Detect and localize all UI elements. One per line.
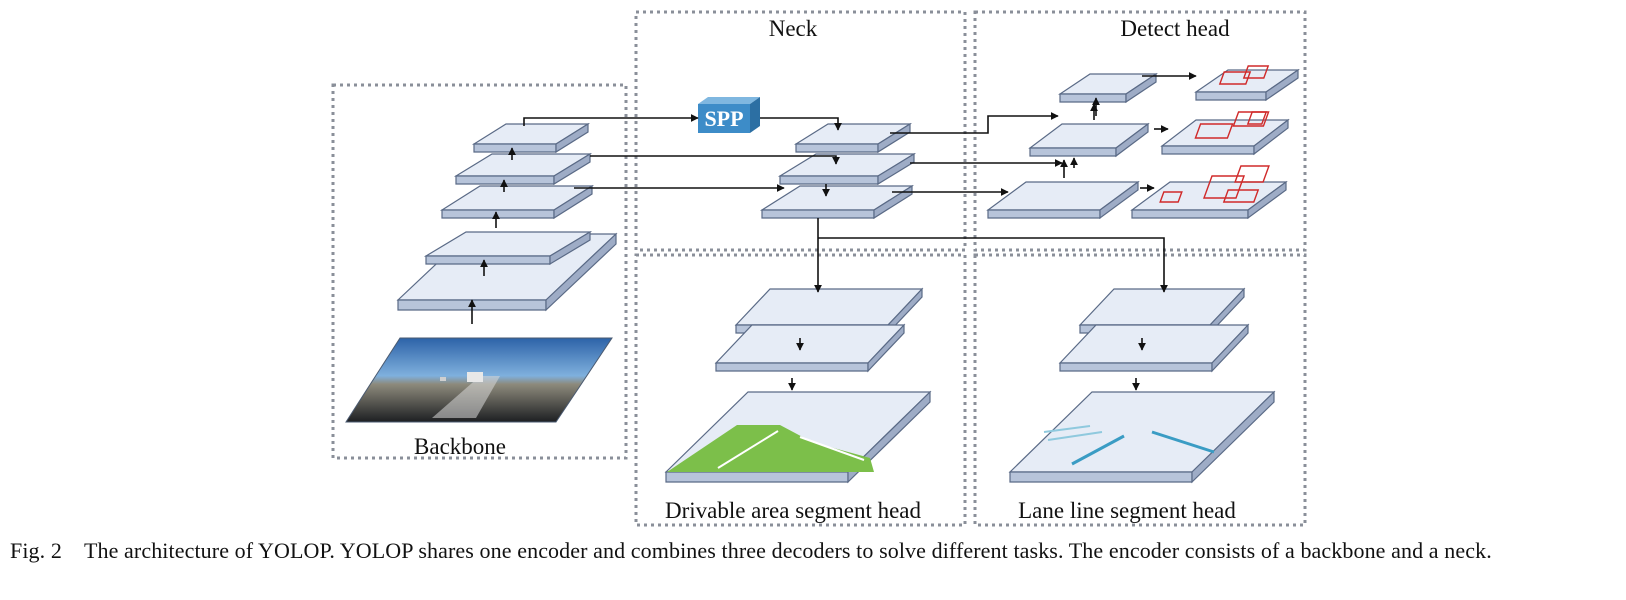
figure-caption: Fig. 2 The architecture of YOLOP. YOLOP s… <box>10 536 1622 565</box>
neck-section-box <box>634 10 967 252</box>
lane-output-layer <box>1008 390 1276 484</box>
neck-label: Neck <box>769 16 818 41</box>
spp-block: SPP <box>698 97 760 133</box>
arrow-9 <box>760 117 842 131</box>
detect-output-3 <box>1130 180 1288 220</box>
arrow-6 <box>523 114 699 126</box>
yolop-architecture-diagram: Backbone Neck Detect head Drivable area … <box>331 10 1307 527</box>
arrow-7 <box>590 155 840 165</box>
lane-head-section-box <box>973 253 1307 527</box>
detect-head-label: Detect head <box>1120 16 1230 41</box>
drivable-layer-2 <box>714 323 906 373</box>
drivable-head-label: Drivable area segment head <box>665 498 922 523</box>
detect-layer-small <box>1058 72 1158 104</box>
detect-layer-mid <box>1028 122 1150 158</box>
drivable-area-output-image <box>667 425 874 472</box>
backbone-layer-4 <box>453 152 593 186</box>
input-road-image <box>345 337 613 423</box>
detection-boxes-2 <box>1194 111 1270 139</box>
lane-layer-2 <box>1058 323 1250 373</box>
detect-head-section-box <box>973 10 1307 252</box>
neck-layer-3 <box>793 122 913 154</box>
detect-output-2 <box>1160 118 1290 156</box>
backbone-layer-3 <box>439 184 595 220</box>
caption-text: The architecture of YOLOP. YOLOP shares … <box>83 538 1492 563</box>
figure-number: Fig. 2 <box>10 538 62 563</box>
detect-layer-large <box>986 180 1140 220</box>
backbone-label: Backbone <box>414 434 506 459</box>
detect-output-1 <box>1194 68 1300 102</box>
backbone-layer-2 <box>423 230 593 266</box>
backbone-section-box <box>331 83 628 460</box>
detection-boxes-1 <box>1218 65 1270 85</box>
lane-line-output-image <box>1043 425 1215 466</box>
detection-boxes-3 <box>1159 165 1270 203</box>
neck-layer-2 <box>777 152 917 186</box>
backbone-layer-5 <box>471 122 591 154</box>
drivable-head-section-box <box>634 253 967 527</box>
arrow-22 <box>818 237 1168 293</box>
arrow-11 <box>890 112 1059 134</box>
spp-label: SPP <box>704 106 743 131</box>
neck-layer-1 <box>759 184 915 220</box>
lane-head-label: Lane line segment head <box>1018 498 1236 523</box>
